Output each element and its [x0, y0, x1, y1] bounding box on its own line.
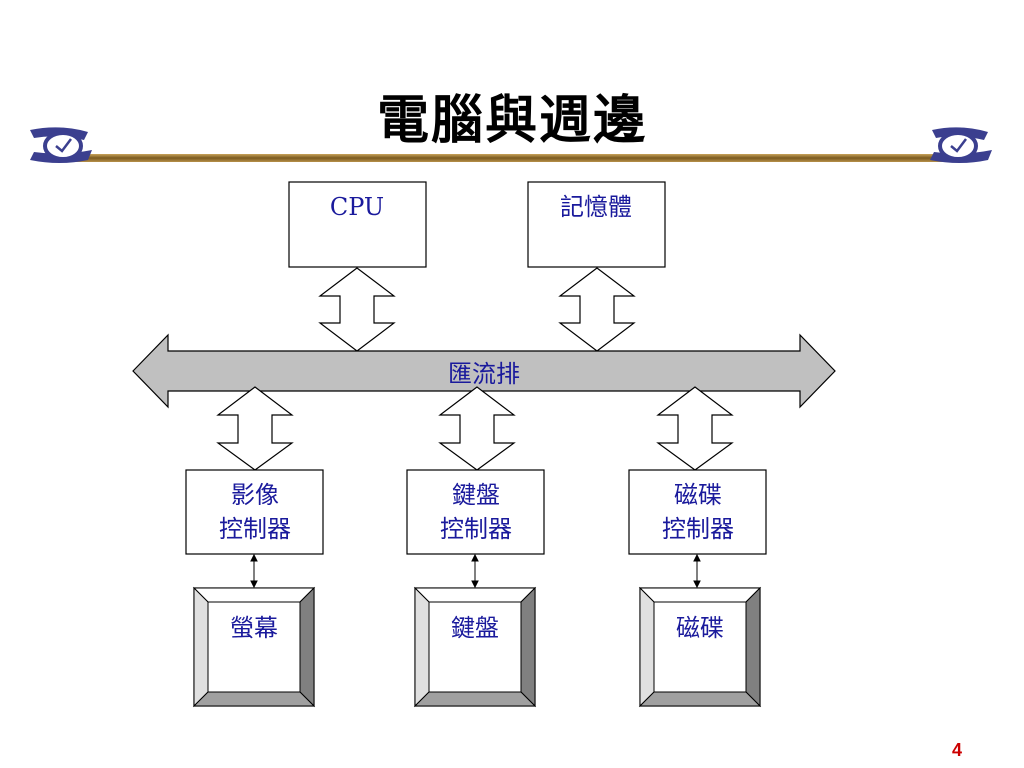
page-number: 4 [952, 740, 963, 760]
bus-disk-double-arrow [656, 386, 734, 471]
cpu-bus-double-arrow [318, 267, 396, 352]
video-connector [250, 553, 258, 589]
keyboard-label: 鍵盤 [451, 614, 499, 642]
cpu-label: CPU [330, 193, 384, 221]
cpu-box [288, 181, 427, 268]
bus-arrow [132, 333, 836, 409]
header-rule [70, 154, 950, 162]
video-controller-box [185, 469, 324, 555]
disk-controller-line2: 控制器 [662, 515, 734, 543]
logo-right-icon [930, 127, 992, 163]
slide-title: 電腦與週邊 [376, 90, 647, 151]
bus-video-double-arrow [216, 386, 294, 471]
video-controller-line2: 控制器 [219, 515, 291, 543]
bus-label: 匯流排 [448, 360, 520, 388]
memory-bus-double-arrow [558, 267, 636, 352]
disk-label: 磁碟 [676, 614, 724, 642]
keyboard-controller-box [406, 469, 545, 555]
memory-label: 記憶體 [560, 193, 632, 221]
keyboard-controller-line1: 鍵盤 [452, 481, 500, 509]
keyboard-device [413, 586, 537, 708]
memory-box [527, 181, 666, 268]
bus-keyboard-double-arrow [438, 386, 516, 471]
disk-controller-line1: 磁碟 [674, 481, 722, 509]
video-controller-line1: 影像 [231, 481, 279, 509]
disk-connector [693, 553, 701, 589]
keyboard-controller-line2: 控制器 [440, 515, 512, 543]
logo-left-icon [30, 127, 92, 163]
keyboard-connector [471, 553, 479, 589]
disk-controller-box [628, 469, 767, 555]
monitor-label: 螢幕 [230, 614, 278, 642]
disk-device [638, 586, 762, 708]
monitor-device [192, 586, 316, 708]
